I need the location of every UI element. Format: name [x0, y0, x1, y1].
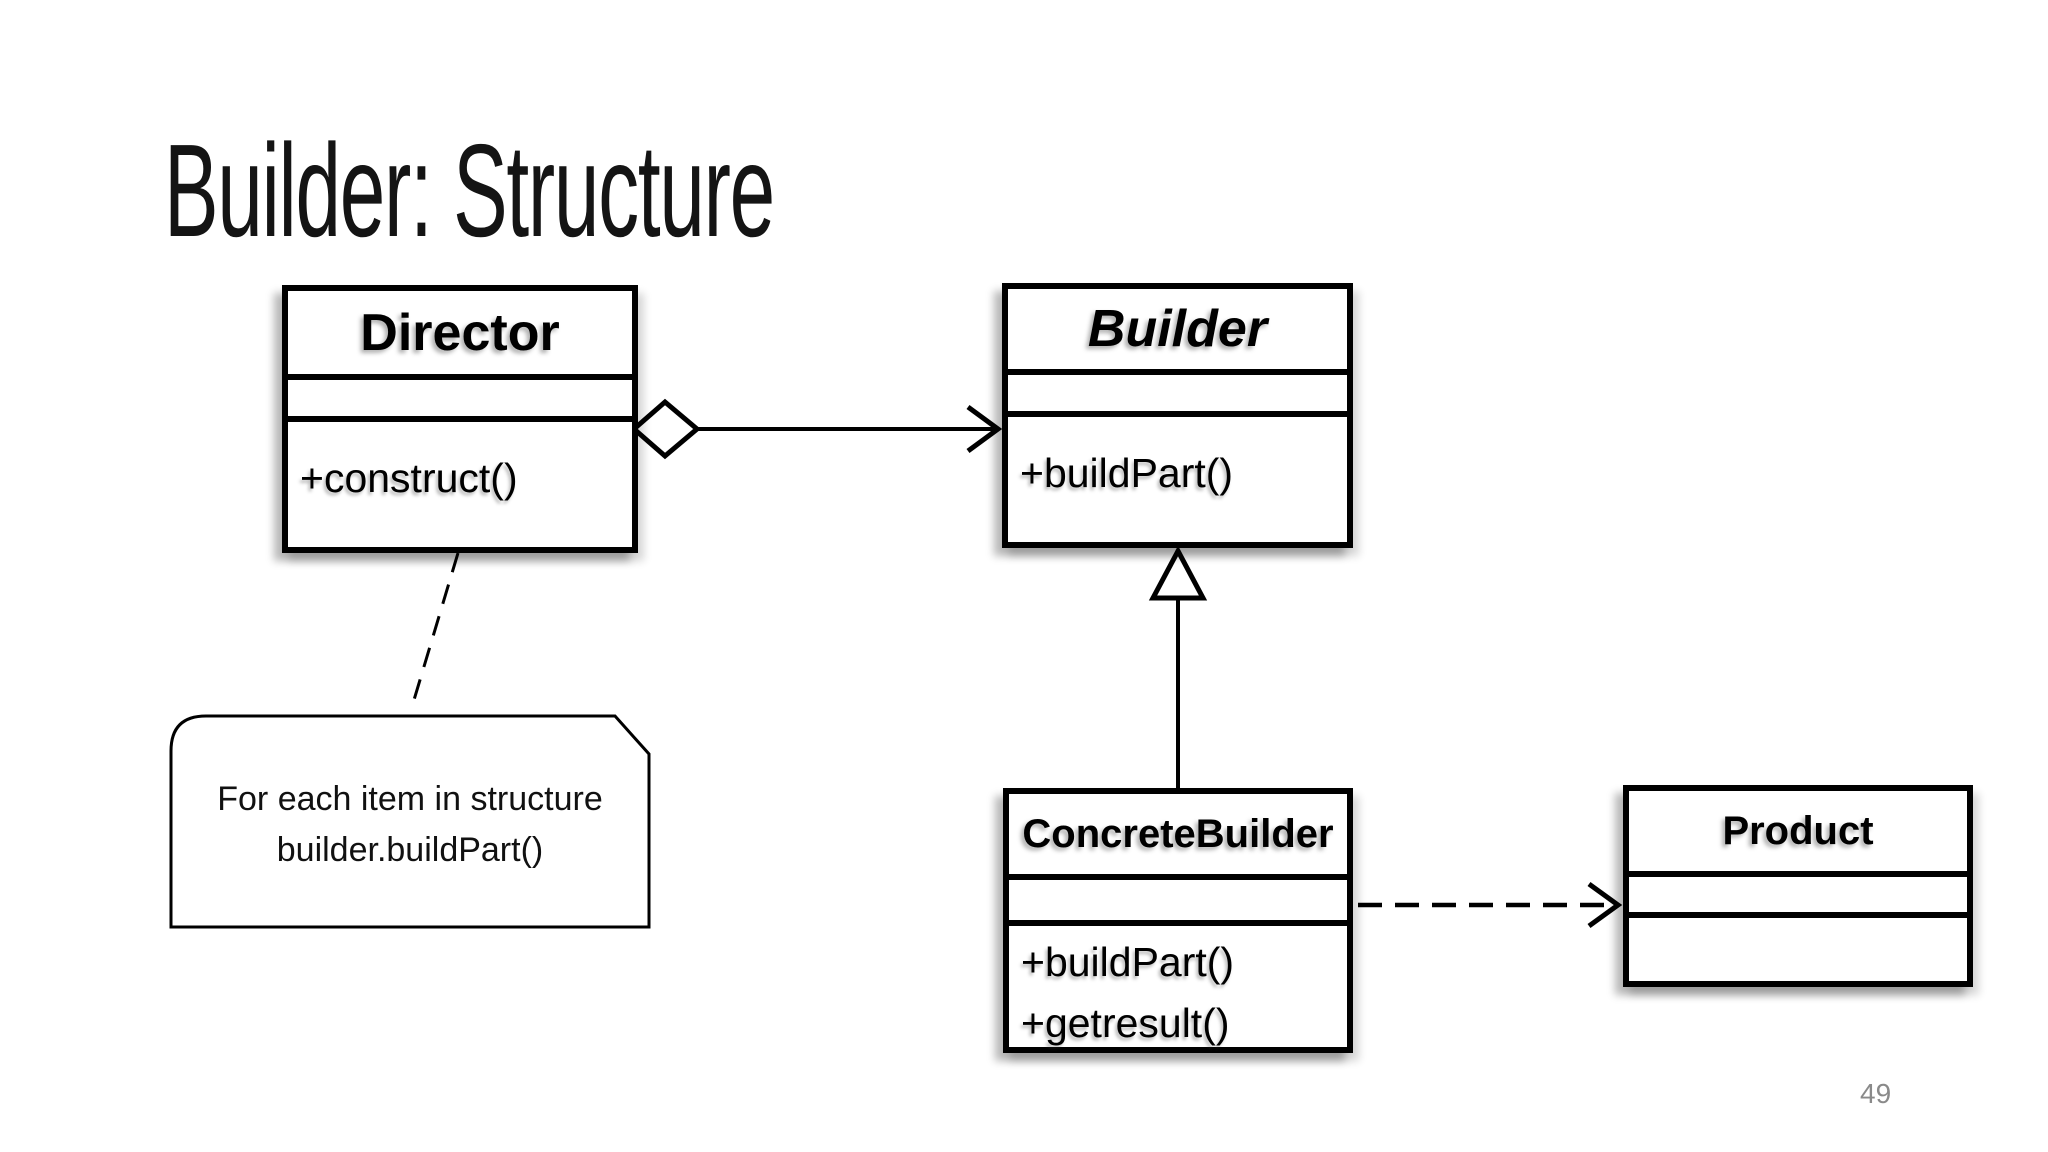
- attributes-compartment: [1629, 877, 1967, 918]
- aggregation-diamond-icon: [630, 398, 701, 460]
- class-name-compartment: Director: [288, 291, 632, 380]
- generalization-triangle-icon: [1148, 545, 1208, 601]
- class-name-label: ConcreteBuilder: [1022, 811, 1334, 856]
- method-label: +construct(): [300, 455, 518, 501]
- note-anchor-connector: [409, 552, 460, 711]
- page-number: 49: [1860, 1078, 1892, 1109]
- generalization-connector: [1148, 545, 1208, 788]
- attributes-compartment: [1009, 880, 1347, 926]
- method-label: +buildPart(): [1021, 939, 1235, 985]
- class-name-label: Director: [360, 303, 560, 362]
- dependency-connector: [1358, 881, 1623, 929]
- attributes-compartment: [1008, 375, 1347, 417]
- aggregation-connector: [630, 398, 1003, 460]
- class-name-label: Product: [1722, 808, 1874, 853]
- methods-compartment: +construct(): [288, 422, 632, 547]
- class-name-compartment: Product: [1629, 791, 1967, 877]
- open-arrowhead-icon: [1587, 881, 1623, 929]
- method-label: +getresult(): [1021, 999, 1230, 1046]
- class-name-compartment: ConcreteBuilder: [1009, 794, 1347, 880]
- class-name-label: Builder: [1087, 300, 1268, 358]
- uml-note: For each item in structure builder.build…: [171, 716, 649, 927]
- note-text-line: builder.buildPart(): [276, 830, 544, 869]
- class-box-builder: Builder +buildPart(): [1002, 283, 1353, 548]
- class-box-director: Director +construct(): [282, 285, 638, 553]
- methods-compartment: +buildPart() +getresult(): [1009, 926, 1347, 1053]
- class-name-compartment: Builder: [1008, 289, 1347, 375]
- note-text-line: For each item in structure: [217, 779, 603, 818]
- slide-title: Builder: Structure: [164, 117, 775, 264]
- method-label: +buildPart(): [1020, 450, 1234, 496]
- class-box-product: Product: [1623, 785, 1973, 987]
- methods-compartment: [1629, 918, 1967, 981]
- class-box-concrete-builder: ConcreteBuilder +buildPart() +getresult(…: [1003, 788, 1353, 1053]
- attributes-compartment: [288, 380, 632, 422]
- open-arrowhead-icon: [966, 404, 1003, 454]
- methods-compartment: +buildPart(): [1008, 417, 1347, 542]
